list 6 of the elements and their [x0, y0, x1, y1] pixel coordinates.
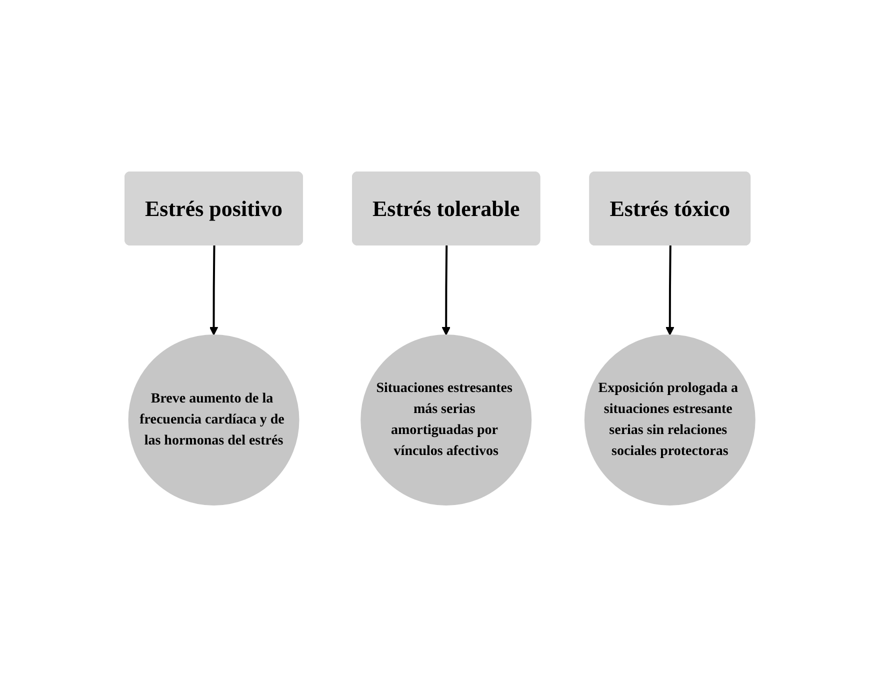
- node-circle: Breve aumento de la frecuencia cardíaca y de las hormonas del estrés: [128, 334, 300, 505]
- arrow: [442, 244, 451, 335]
- arrow: [666, 244, 674, 335]
- node-circle: Exposición prologada a situaciones estresante serias sin relaciones sociales protectoras: [584, 334, 756, 505]
- node-circle: Situaciones estresantes más serias amortiguadas por vínculos afectivos: [360, 334, 532, 505]
- arrow: [209, 244, 218, 335]
